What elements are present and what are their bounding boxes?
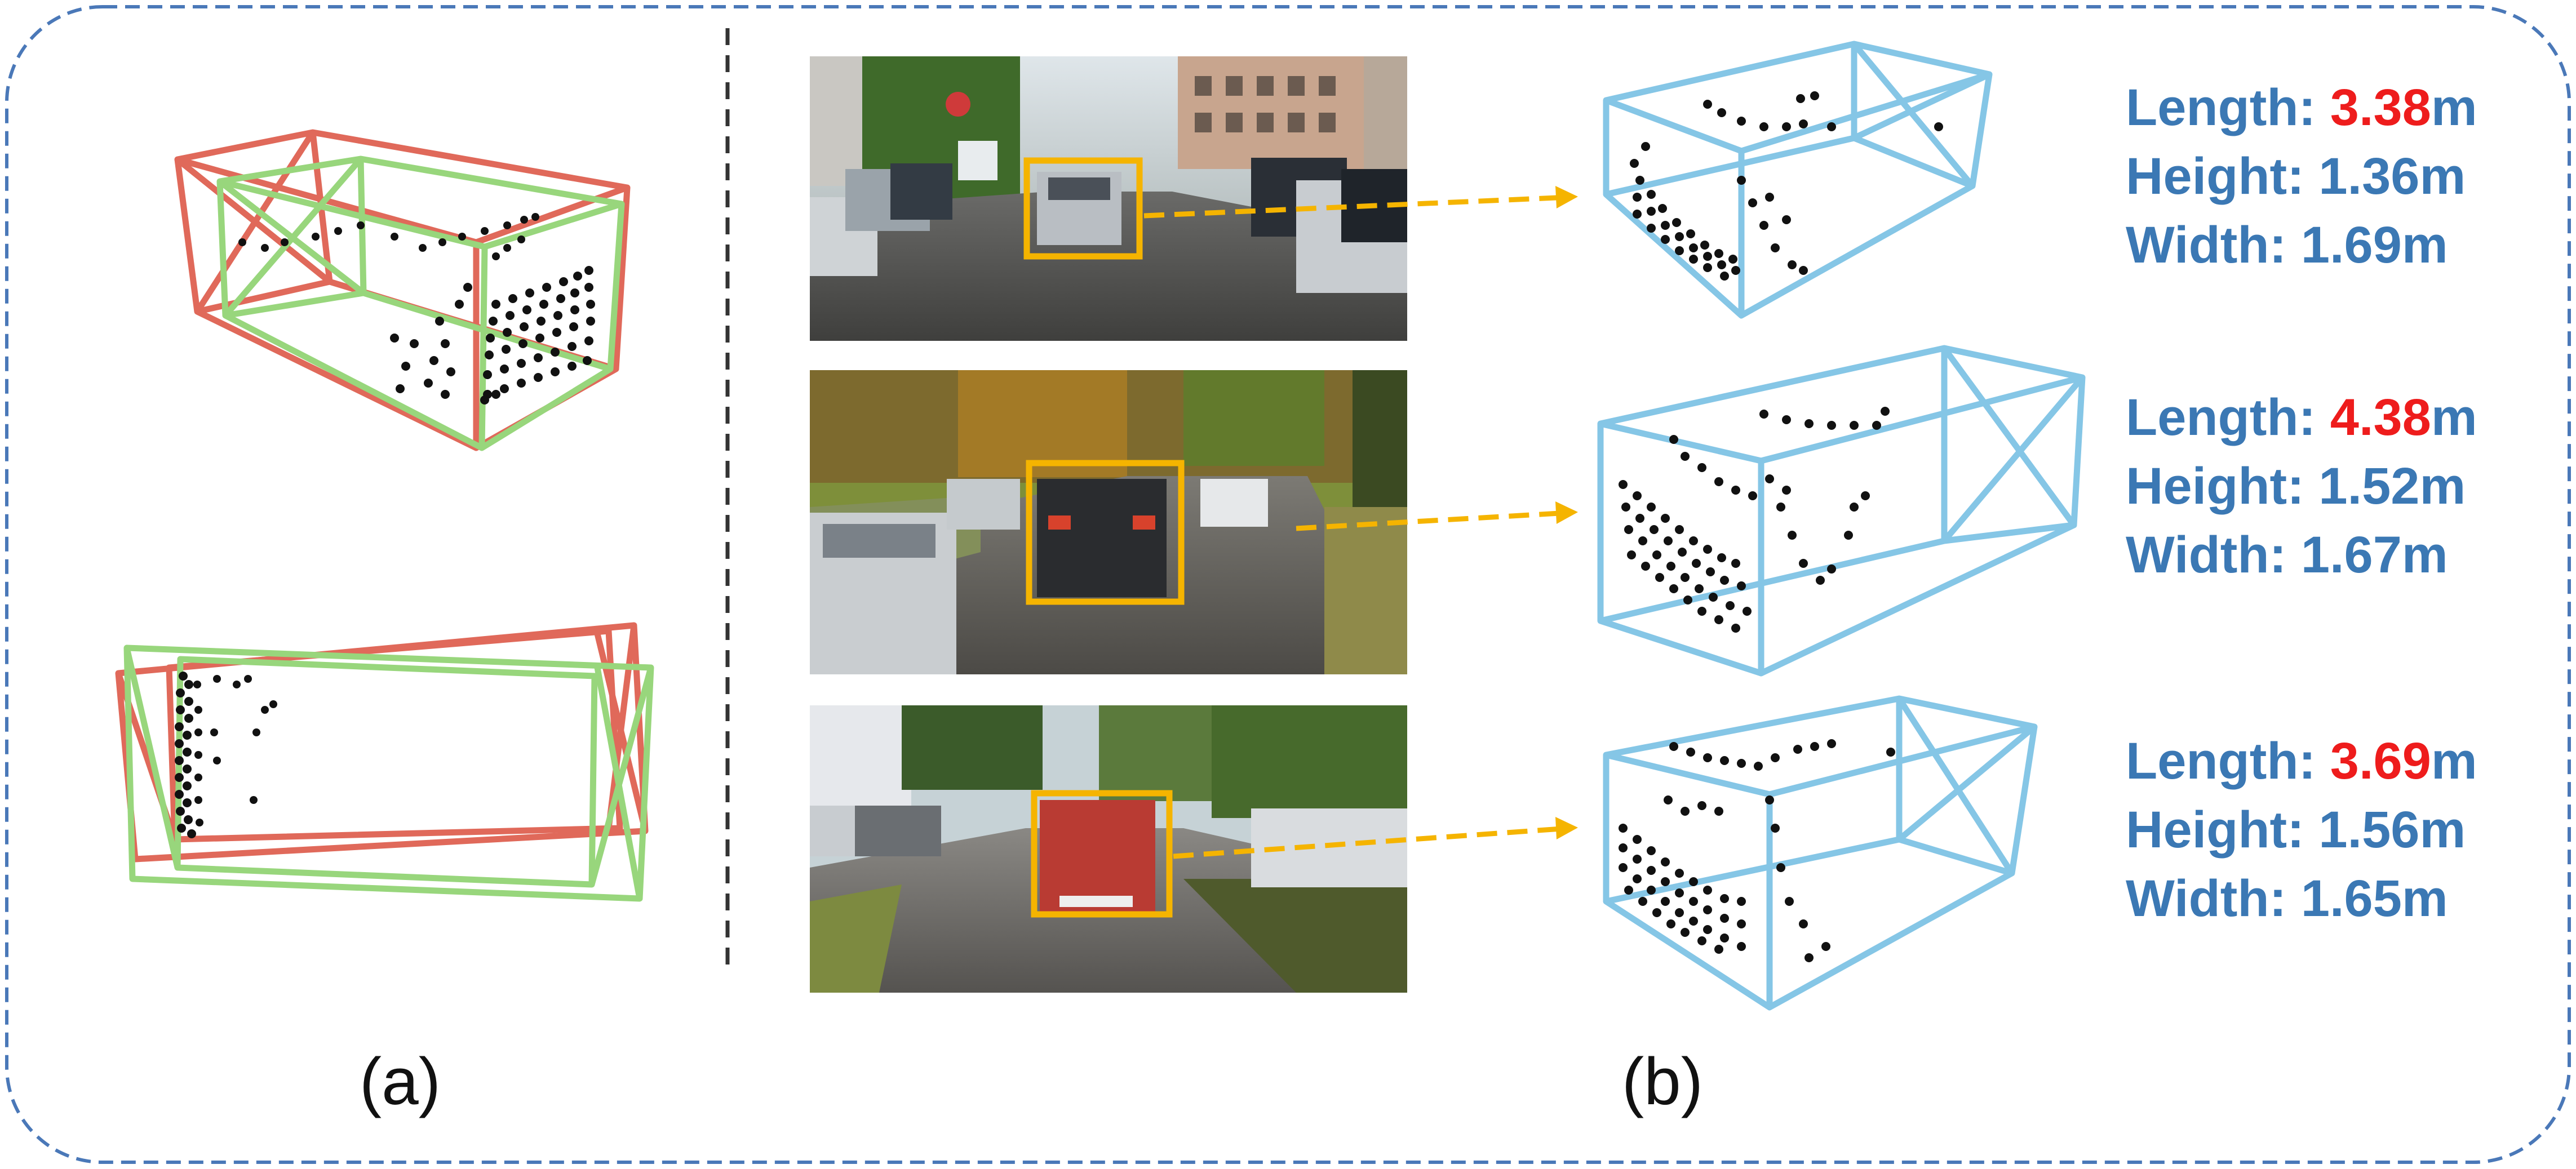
arrowhead-scene-1 xyxy=(1555,186,1578,208)
dimensions-row-3: Length: 3.69m Height: 1.56m Width: 1.65m xyxy=(2126,727,2554,933)
panel-a-label: (a) xyxy=(360,1044,441,1119)
predicted-box-3d-2 xyxy=(1597,345,2086,677)
arrow-scene-3 xyxy=(1173,825,1570,859)
figure-border xyxy=(5,5,2571,1164)
dimensions-row-1: Length: 3.38m Height: 1.36m Width: 1.69m xyxy=(2126,73,2554,279)
lidar-points-bev-a xyxy=(175,672,277,838)
panel-b-label: (b) xyxy=(1622,1044,1703,1119)
panel-a-3d-box-comparison xyxy=(115,129,654,902)
red-bounding-box-3d xyxy=(174,129,631,451)
arrowhead-scene-3 xyxy=(1555,817,1578,839)
green-bounding-box-bev xyxy=(123,644,654,902)
length-value-highlight: 3.38 xyxy=(2330,79,2431,136)
detection-box-scene-3 xyxy=(1031,790,1173,918)
lidar-points-box-1 xyxy=(1630,91,1943,281)
arrow-scene-1 xyxy=(1143,194,1570,219)
predicted-box-3d-3 xyxy=(1603,695,2038,1011)
length-line: Length: 4.38m xyxy=(2126,389,2477,446)
street-scene-1 xyxy=(810,56,1407,341)
height-line: Height: 1.52m xyxy=(2126,457,2466,515)
dimensions-row-2: Length: 4.38m Height: 1.52m Width: 1.67m xyxy=(2126,383,2554,589)
width-line: Width: 1.67m xyxy=(2126,526,2448,584)
street-scene-3 xyxy=(810,705,1407,993)
lidar-points-box-3 xyxy=(1619,739,1895,962)
predicted-box-3d-1 xyxy=(1603,41,1993,319)
detection-box-scene-1 xyxy=(1023,157,1143,260)
length-value-highlight: 4.38 xyxy=(2330,389,2431,446)
lidar-points-box-2 xyxy=(1619,407,1890,633)
width-line: Width: 1.65m xyxy=(2126,870,2448,927)
arrow-scene-2 xyxy=(1296,510,1570,531)
length-value-highlight: 3.69 xyxy=(2330,732,2431,790)
height-line: Height: 1.36m xyxy=(2126,148,2466,205)
street-scene-2 xyxy=(810,370,1407,674)
detection-box-scene-2 xyxy=(1026,460,1185,605)
green-bounding-box-3d xyxy=(216,155,625,451)
length-line: Length: 3.38m xyxy=(2126,79,2477,136)
lidar-points-3d-a xyxy=(238,213,595,405)
height-line: Height: 1.56m xyxy=(2126,801,2466,859)
length-line: Length: 3.69m xyxy=(2126,732,2477,790)
width-line: Width: 1.69m xyxy=(2126,216,2448,274)
arrowhead-scene-2 xyxy=(1555,501,1578,524)
